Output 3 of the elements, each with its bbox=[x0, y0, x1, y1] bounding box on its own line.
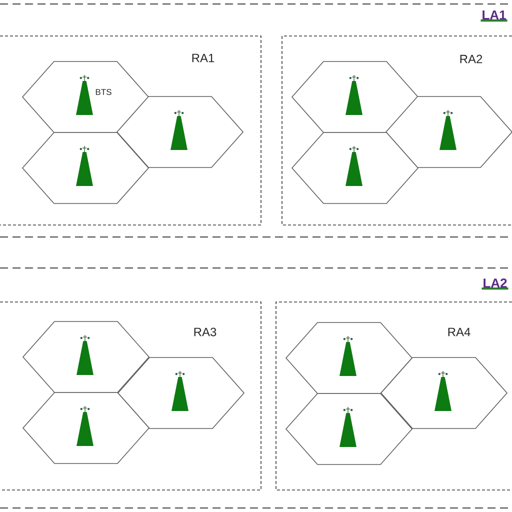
dashed-box: RA4 bbox=[276, 302, 512, 490]
dashed-box: RA2 bbox=[282, 36, 512, 226]
dashed-box: RA3 bbox=[0, 302, 262, 490]
